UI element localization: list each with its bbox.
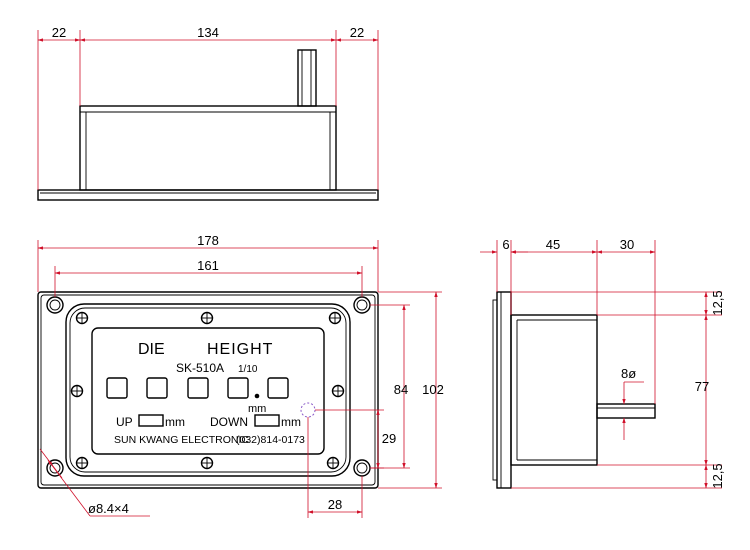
dim-top-left: 22	[52, 25, 66, 40]
side-flange	[496, 291, 512, 489]
dim-side-bottom-margin: 12,5	[710, 463, 725, 488]
dim-side-body: 45	[546, 237, 560, 252]
screw-icon	[326, 456, 340, 470]
dim-top-right: 22	[350, 25, 364, 40]
screw-icon	[75, 456, 89, 470]
dim-side-body-height: 77	[695, 379, 709, 394]
panel-title-die: DIE	[138, 341, 165, 358]
top-view-base-plate	[37, 189, 379, 201]
digit-window	[146, 377, 168, 399]
dim-hole-offset-y: 29	[382, 431, 396, 446]
panel-unit: mm	[248, 403, 266, 415]
dim-inner-height: 84	[394, 382, 408, 397]
screw-icon	[328, 311, 342, 325]
reference-point-icon	[300, 402, 316, 418]
down-display-box	[254, 414, 280, 427]
screw-icon	[331, 384, 345, 398]
side-view: 6 45 30 8ø 12,5 77 12,5	[480, 237, 725, 489]
top-view-shaft	[297, 49, 317, 107]
dim-top-middle: 134	[197, 25, 219, 40]
screw-icon	[70, 384, 84, 398]
screw-icon	[200, 311, 214, 325]
digit-window	[227, 377, 249, 399]
digit-window	[187, 377, 209, 399]
panel-maker: SUN KWANG ELECTRONIC	[114, 434, 249, 446]
screw-icon	[75, 311, 89, 325]
side-shaft	[596, 403, 656, 419]
mounting-hole-bl	[46, 459, 64, 477]
digit-window	[106, 377, 128, 399]
top-view-housing	[79, 105, 337, 191]
panel-phone: (032)814-0173	[236, 434, 305, 446]
dim-hole-offset-x: 28	[328, 497, 342, 512]
dim-hole-spacing: 161	[197, 258, 219, 273]
panel-title-height: HEIGHT	[207, 341, 273, 358]
front-view: DIE HEIGHT SK-510A 1/10 mm UP mm DOWN mm…	[37, 233, 444, 518]
dim-side-top-margin: 12,5	[710, 290, 725, 315]
mounting-hole-tr	[353, 296, 371, 314]
dim-side-flange: 6	[502, 237, 509, 252]
panel-up-unit: mm	[165, 415, 185, 429]
mounting-hole-tl	[46, 296, 64, 314]
panel-model: SK-510A	[176, 361, 224, 375]
dim-overall-height: 102	[422, 382, 444, 397]
panel-resolution: 1/10	[238, 364, 258, 375]
panel-down-label: DOWN	[210, 415, 248, 429]
dim-shaft-diameter: 8ø	[621, 366, 636, 381]
top-view: 22 134 22	[37, 25, 379, 201]
side-body	[510, 314, 598, 466]
dim-overall-width: 178	[197, 233, 219, 248]
up-display-box	[138, 414, 164, 427]
mounting-hole-br	[353, 459, 371, 477]
screw-icon	[200, 456, 214, 470]
panel-up-label: UP	[116, 415, 133, 429]
front-frame	[65, 303, 351, 477]
decimal-point	[254, 393, 260, 399]
front-plate	[37, 291, 379, 489]
front-label-panel	[91, 327, 325, 455]
digit-window	[267, 377, 289, 399]
dim-side-shaft: 30	[620, 237, 634, 252]
dim-hole-callout: ø8.4×4	[88, 501, 129, 516]
panel-down-unit: mm	[281, 415, 301, 429]
